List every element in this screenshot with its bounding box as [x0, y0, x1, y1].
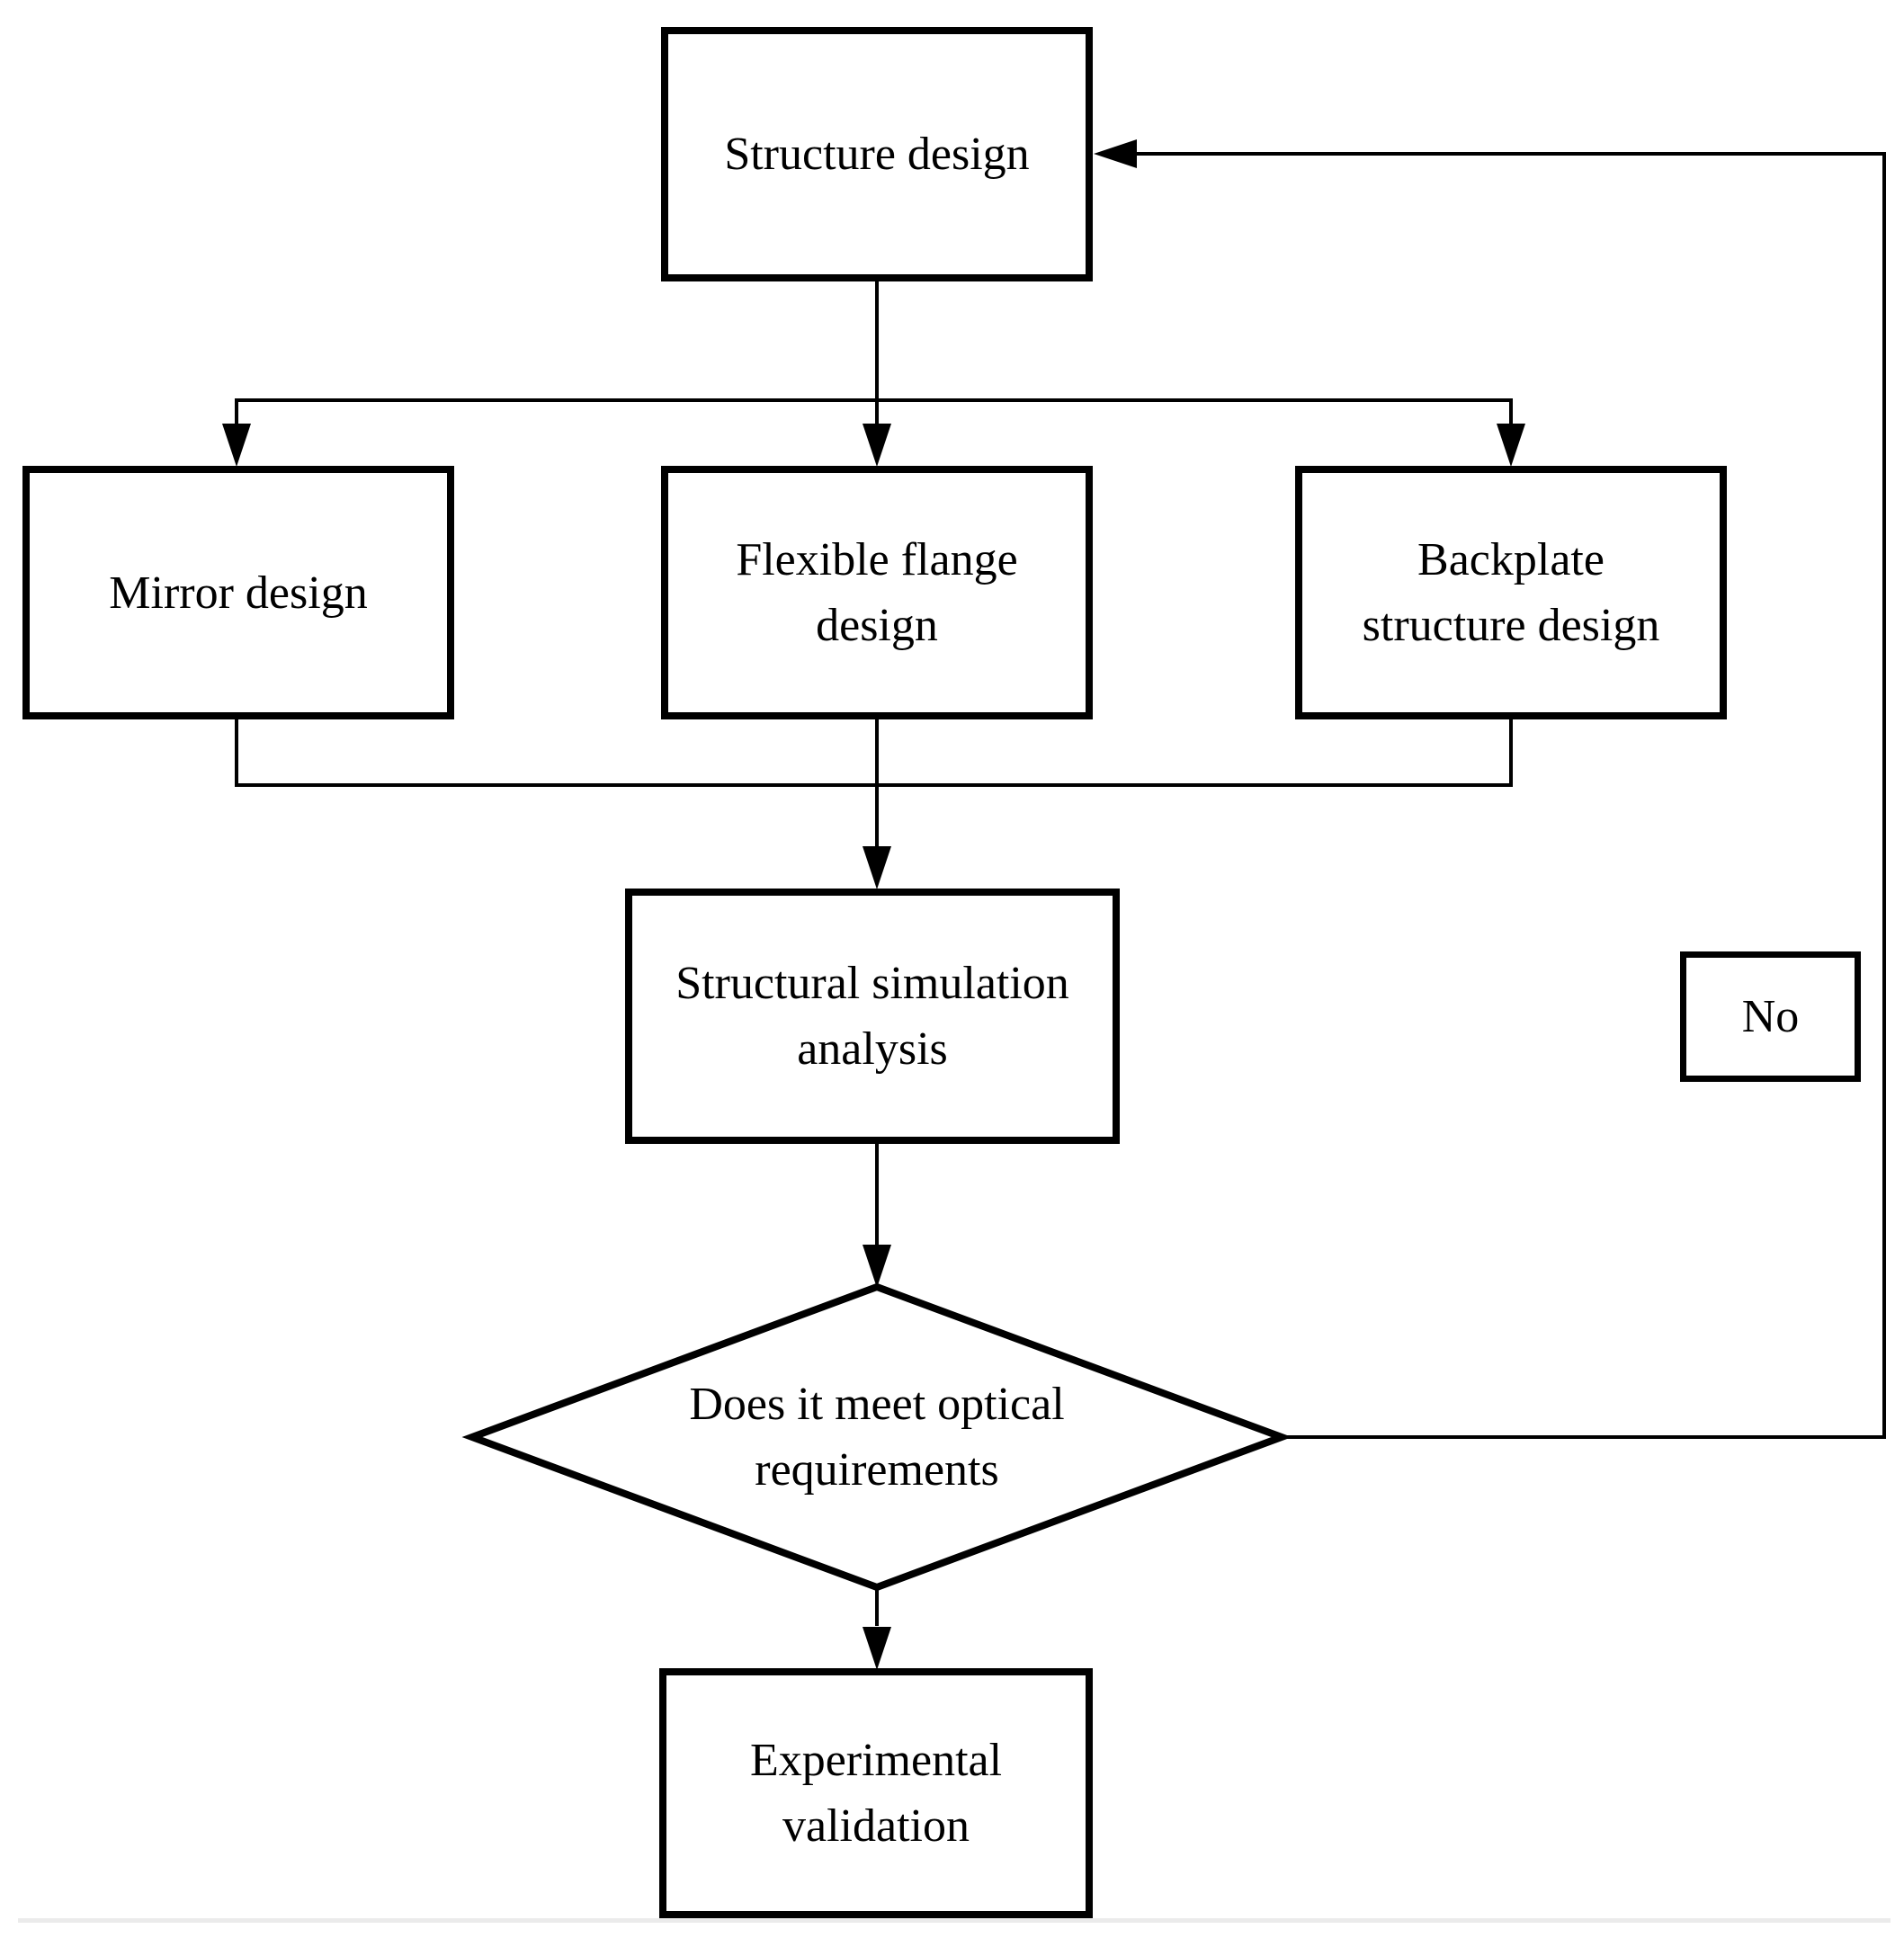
node-label: Mirror design: [109, 567, 368, 619]
node-structure-design: Structure design: [661, 27, 1093, 281]
node-structural-simulation-analysis: Structural simulation analysis: [625, 889, 1120, 1144]
arrowhead-icon: [1094, 139, 1137, 168]
node-label: Experimental validation: [749, 1735, 1003, 1852]
node-flexible-flange-design: Flexible flange design: [661, 466, 1093, 719]
decision-diamond: [461, 1282, 1292, 1592]
node-label: Structure design: [724, 129, 1030, 180]
node-experimental-validation: Experimental validation: [659, 1668, 1093, 1918]
arrowhead-icon: [863, 1245, 891, 1288]
arrowhead-icon: [222, 424, 251, 467]
node-decision: Does it meet optical requirements: [607, 1341, 1147, 1533]
node-label: Flexible flange design: [736, 534, 1018, 651]
page-bottom-divider: [18, 1918, 1891, 1923]
arrowhead-icon: [863, 1627, 891, 1670]
node-label: Structural simulation analysis: [675, 958, 1069, 1075]
node-label: Backplate structure design: [1362, 534, 1660, 651]
arrowhead-icon: [863, 424, 891, 467]
node-mirror-design: Mirror design: [22, 466, 454, 719]
edge-no-feedback-loop: [1135, 152, 1886, 1439]
arrowhead-icon: [863, 846, 891, 889]
node-no-label: No: [1680, 951, 1861, 1082]
node-backplate-structure-design: Backplate structure design: [1295, 466, 1727, 719]
node-label: Does it meet optical requirements: [689, 1379, 1065, 1496]
edge-merge-line: [235, 718, 1513, 846]
arrowhead-icon: [1497, 424, 1525, 467]
node-label: No: [1741, 991, 1800, 1042]
